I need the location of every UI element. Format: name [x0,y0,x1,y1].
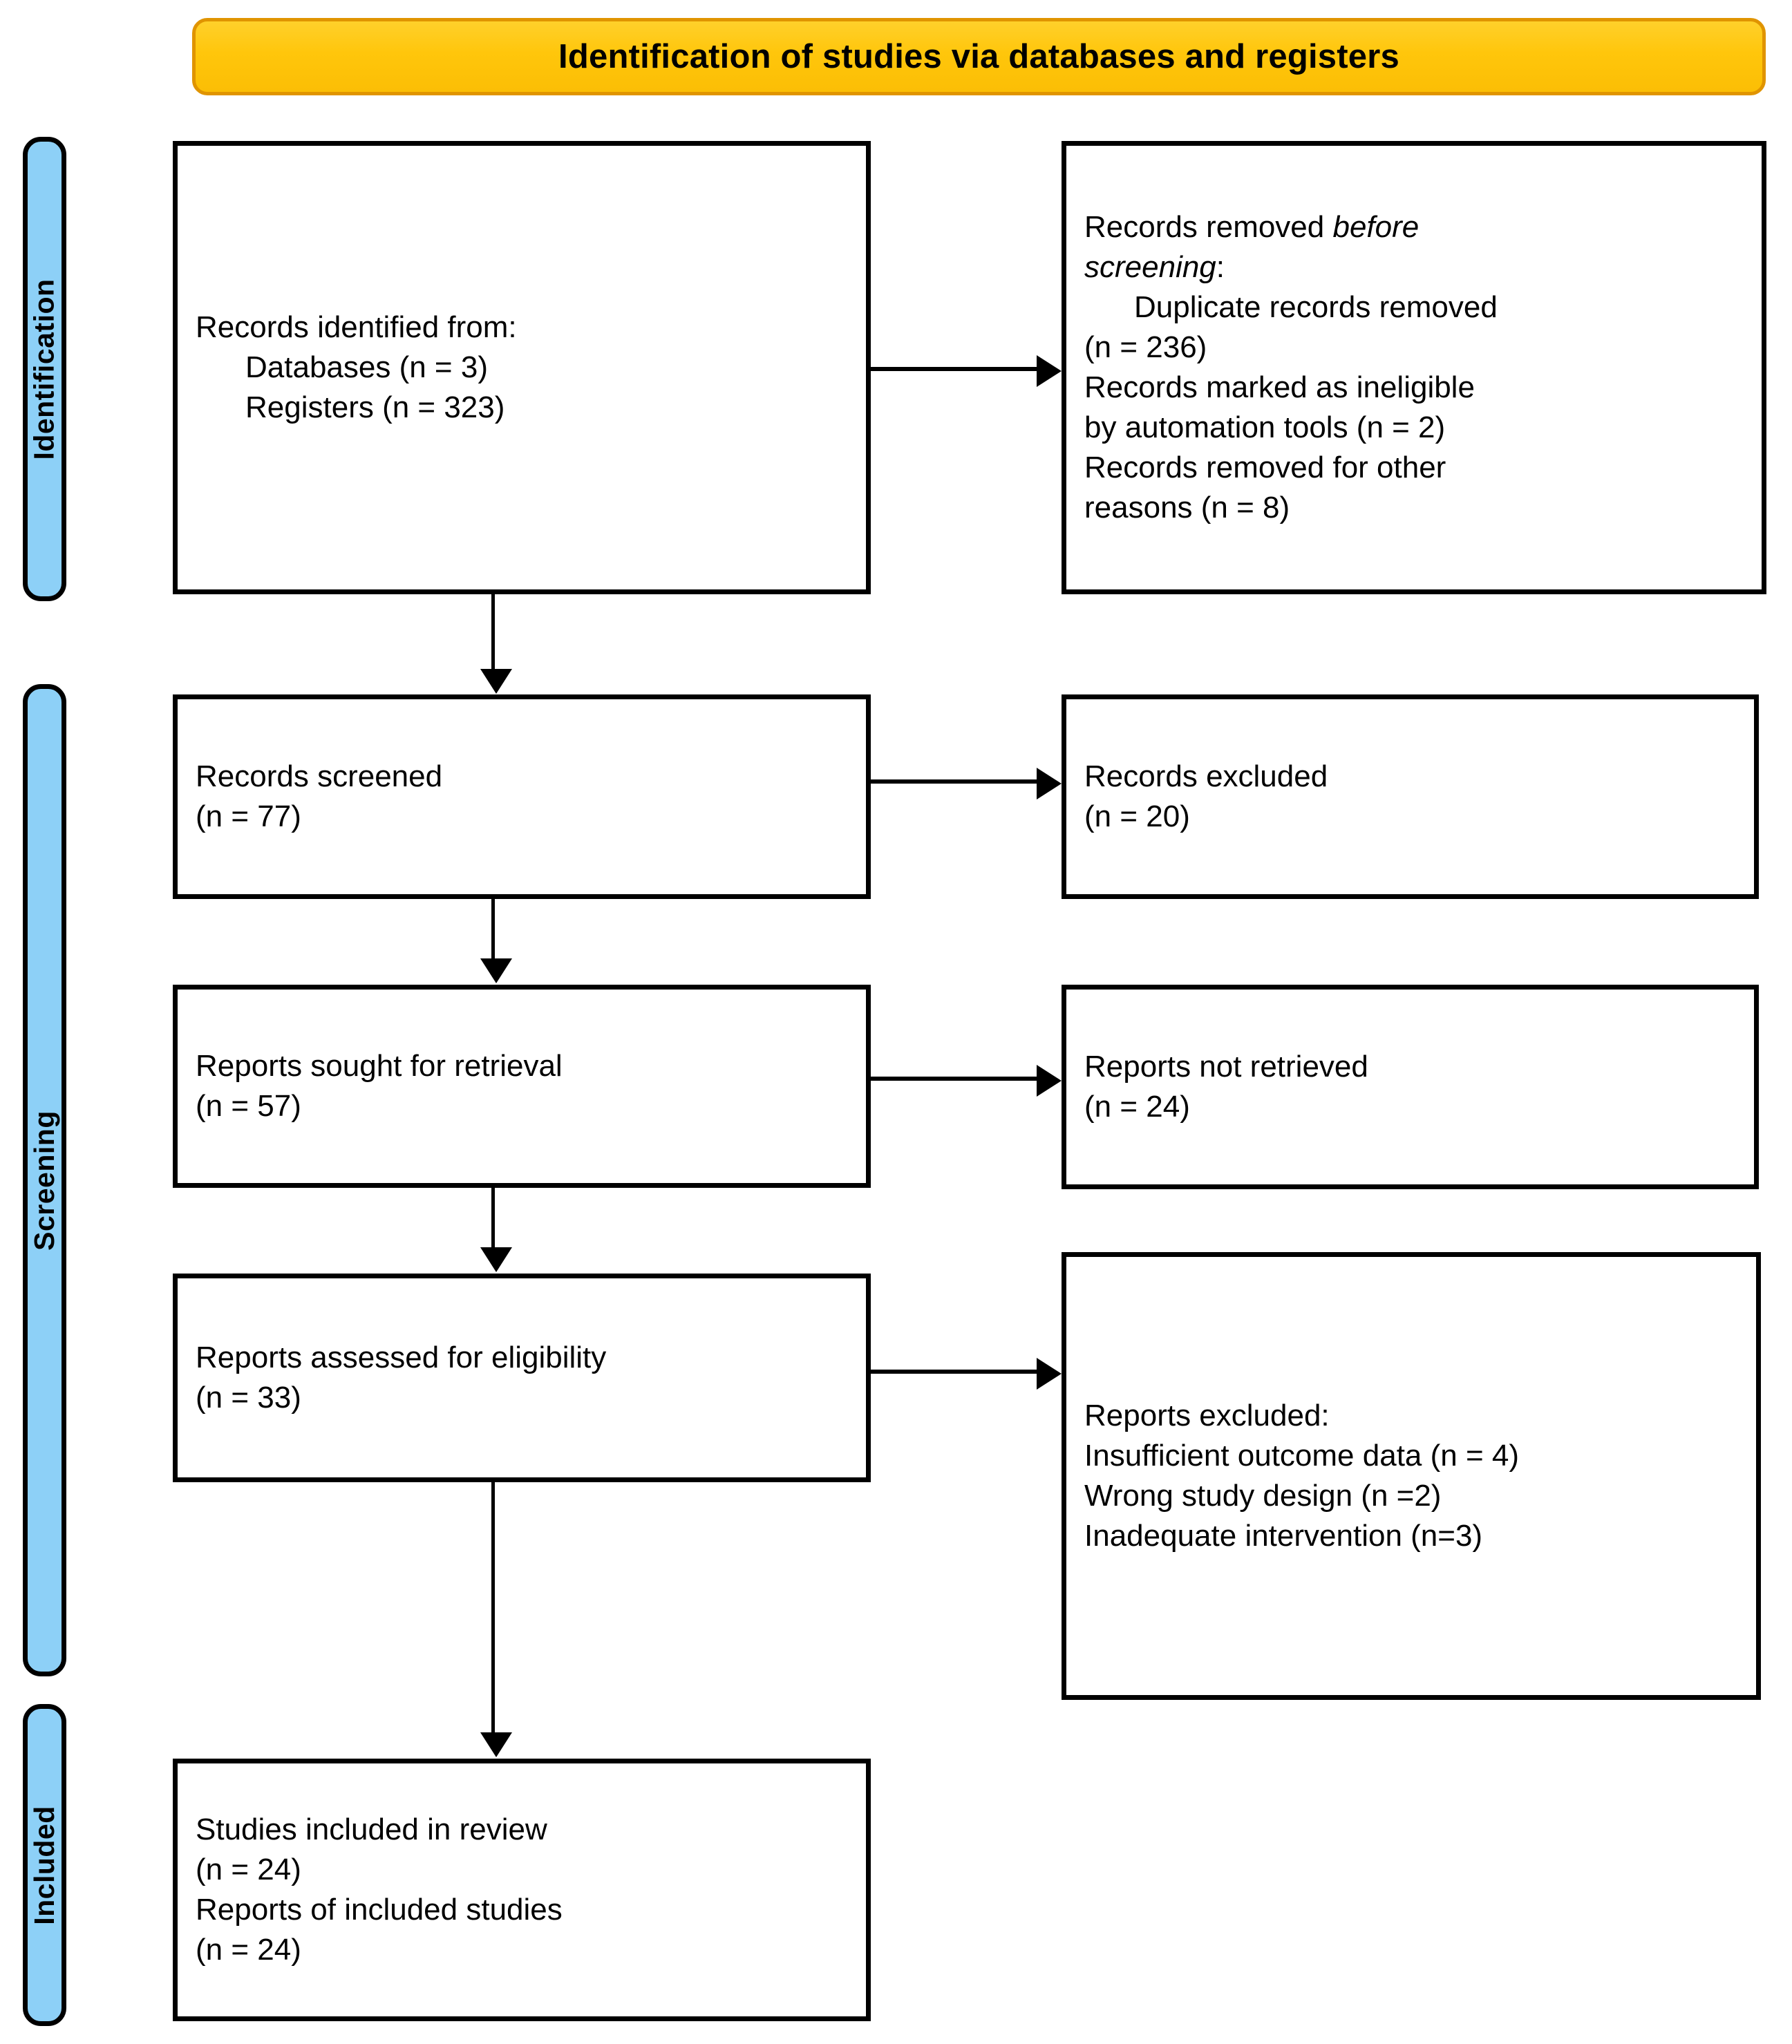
records-removed-line-1-plain: Records removed [1084,209,1333,244]
records-removed-line-4: (n = 236) [1084,330,1207,364]
arrow-assessed-to-included [480,1482,512,1757]
box-reports-excluded-text: Reports excluded: Insufficient outcome d… [1066,1396,1756,1556]
records-identified-line-2: Databases (n = 3) [245,350,488,384]
box-studies-included-text: Studies included in review (n = 24) Repo… [178,1810,866,1970]
box-records-removed-before-screening: Records removed before screening: Duplic… [1062,141,1766,594]
arrow-identified-to-removed [871,355,1062,387]
arrow-screened-to-records-excluded [871,768,1062,799]
records-removed-line-3: Duplicate records removed [1134,290,1498,324]
studies-included-line-1: Studies included in review [196,1812,547,1846]
box-reports-assessed-for-eligibility: Reports assessed for eligibility (n = 33… [173,1274,871,1482]
reports-assessed-line-2: (n = 33) [196,1381,301,1414]
stage-label-identification-text: Identification [28,278,61,460]
records-screened-line-2: (n = 77) [196,799,301,833]
stage-label-included-text: Included [28,1805,61,1925]
arrow-identified-to-screened [480,594,512,694]
records-removed-line-2-plain: : [1216,249,1225,284]
records-screened-line-1: Records screened [196,759,443,793]
box-reports-assessed-text: Reports assessed for eligibility (n = 33… [178,1338,866,1418]
stage-label-identification: Identification [23,137,66,601]
box-studies-included-in-review: Studies included in review (n = 24) Repo… [173,1759,871,2021]
page-title: Identification of studies via databases … [558,38,1399,75]
records-identified-line-3: Registers (n = 323) [245,390,505,425]
box-records-excluded-text: Records excluded (n = 20) [1066,757,1754,837]
box-reports-not-retrieved: Reports not retrieved (n = 24) [1062,985,1759,1189]
reports-not-retrieved-line-2: (n = 24) [1084,1090,1190,1124]
records-excluded-line-1: Records excluded [1084,759,1328,793]
box-records-screened-text: Records screened (n = 77) [178,757,866,837]
records-removed-line-1-italic: before [1332,209,1420,244]
stage-label-screening: Screening [23,684,66,1676]
records-removed-line-6: by automation tools (n = 2) [1084,410,1446,445]
studies-included-line-3: Reports of included studies [196,1893,563,1927]
reports-sought-line-1: Reports sought for retrieval [196,1048,563,1083]
records-removed-line-5: Records marked as ineligible [1084,370,1475,404]
box-records-identified: Records identified from: Databases (n = … [173,141,871,594]
box-reports-excluded: Reports excluded: Insufficient outcome d… [1062,1252,1761,1700]
records-removed-line-8: reasons (n = 8) [1084,491,1290,525]
reports-not-retrieved-line-1: Reports not retrieved [1084,1049,1368,1083]
reports-excluded-line-3: Wrong study design (n =2) [1084,1479,1442,1513]
box-records-removed-text: Records removed before screening: Duplic… [1066,207,1762,529]
reports-assessed-line-1: Reports assessed for eligibility [196,1340,607,1374]
reports-excluded-line-4: Inadequate intervention (n=3) [1084,1519,1483,1553]
records-removed-line-2-italic: screening [1084,249,1216,284]
stage-label-included: Included [23,1704,66,2026]
box-reports-not-retrieved-text: Reports not retrieved (n = 24) [1066,1047,1754,1127]
studies-included-line-2: (n = 24) [196,1852,301,1886]
arrow-assessed-to-reports-excluded [871,1358,1062,1390]
box-records-screened: Records screened (n = 77) [173,694,871,899]
box-reports-sought-for-retrieval: Reports sought for retrieval (n = 57) [173,985,871,1188]
box-records-excluded: Records excluded (n = 20) [1062,694,1759,899]
box-records-identified-text: Records identified from: Databases (n = … [178,307,866,428]
records-removed-line-2: screening: [1084,247,1744,287]
arrow-screened-to-sought [480,899,512,983]
reports-excluded-line-1: Reports excluded: [1084,1398,1330,1432]
arrow-sought-to-not-retrieved [871,1065,1062,1097]
records-removed-line-7: Records removed for other [1084,451,1446,485]
stage-label-screening-text: Screening [28,1110,61,1251]
reports-sought-line-2: (n = 57) [196,1089,301,1123]
records-removed-line-1: Records removed before [1084,207,1744,247]
records-identified-line-1: Records identified from: [196,310,517,344]
arrow-sought-to-assessed [480,1188,512,1272]
studies-included-line-4: (n = 24) [196,1933,301,1967]
reports-excluded-line-2: Insufficient outcome data (n = 4) [1084,1438,1519,1473]
diagram-header-banner: Identification of studies via databases … [192,18,1766,95]
records-excluded-line-2: (n = 20) [1084,799,1190,833]
box-reports-sought-text: Reports sought for retrieval (n = 57) [178,1046,866,1126]
